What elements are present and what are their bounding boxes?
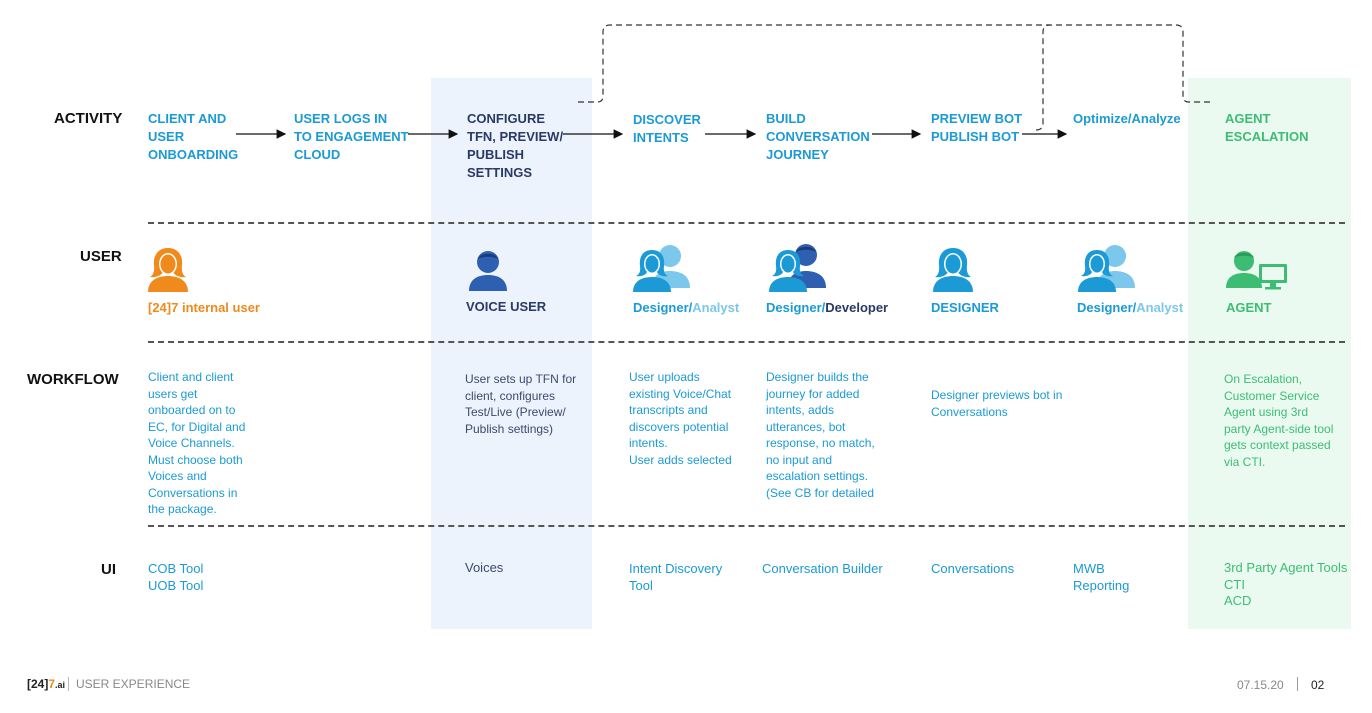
footer-date: 07.15.20 [1237, 678, 1284, 692]
designer-developer-icon [769, 244, 826, 292]
voice-column-highlight [431, 78, 592, 629]
designer-icon [933, 248, 973, 292]
activity-client-onboarding: CLIENT AND USER ONBOARDING [148, 111, 239, 162]
ui-tools-conversation-builder: Conversation Builder [762, 561, 883, 576]
ui-tools-onboarding: COB Tool UOB Tool [148, 561, 204, 593]
user-label-designer-analyst: Designer/Analyst [633, 300, 739, 315]
footer-page-number: 02 [1311, 678, 1325, 692]
row-label-workflow: WORKFLOW [27, 371, 119, 388]
user-label-designer-part: Designer/ [633, 300, 693, 315]
feedback-loop-outer [578, 24, 1210, 103]
activity-discover-intents: DISCOVER INTENTS [633, 112, 701, 145]
agent-with-computer-icon [1226, 251, 1287, 290]
activity-agent-escalation: AGENT ESCALATION [1225, 111, 1309, 144]
activity-build-journey: BUILD CONVERSATION JOURNEY [766, 111, 870, 162]
row-separator [148, 222, 1345, 224]
footer-section-title: USER EXPERIENCE [76, 677, 191, 691]
ui-tools-intent-discovery: Intent Discovery Tool [629, 561, 723, 593]
user-label-voice: VOICE USER [466, 299, 547, 314]
voice-user-icon [469, 251, 507, 291]
row-label-activity: ACTIVITY [54, 110, 123, 127]
ui-tools-conversations: Conversations [931, 561, 1015, 576]
footer-logo: [24]7.ai [27, 677, 65, 691]
activity-user-login: USER LOGS IN TO ENGAGEMENT CLOUD [294, 111, 409, 162]
row-label-user: USER [80, 248, 122, 265]
footer-divider [1297, 677, 1298, 691]
footer-logo-ai: .ai [55, 680, 66, 690]
activity-optimize-analyze: Optimize/Analyze [1073, 111, 1181, 126]
user-label-designer-part: Designer/ [1077, 300, 1137, 315]
ui-tools-agent: 3rd Party Agent Tools CTI ACD [1224, 560, 1348, 608]
row-separator [148, 341, 1345, 343]
activity-configure-tfn: CONFIGURE TFN, PREVIEW/ PUBLISH SETTINGS [467, 111, 564, 180]
workflow-configure-tfn: User sets up TFN for client, configures … [465, 372, 577, 436]
footer-logo-bracket: [24] [27, 677, 49, 691]
internal-user-icon [148, 248, 188, 292]
user-label-analyst-part: Analyst [692, 300, 740, 315]
ui-tools-reporting: MWB Reporting [1073, 561, 1130, 593]
designer-analyst-icon-2 [1078, 245, 1135, 292]
workflow-preview-bot: Designer previews bot in Conversations [931, 388, 1063, 419]
feedback-loop-inner [1035, 24, 1051, 131]
ui-tools-voices: Voices [465, 560, 504, 575]
workflow-agent-escalation: On Escalation, Customer Service Agent us… [1224, 372, 1334, 469]
user-label-designer-part: Designer/ [766, 300, 826, 315]
user-label-analyst-part: Analyst [1136, 300, 1184, 315]
user-label-designer-analyst-2: Designer/Analyst [1077, 300, 1183, 315]
workflow-build-journey: Designer builds the journey for added in… [766, 370, 875, 500]
user-label-developer-part: Developer [825, 300, 889, 315]
user-label-designer: DESIGNER [931, 300, 999, 315]
workflow-discover-intents: User uploads existing Voice/Chat transcr… [629, 370, 732, 467]
agent-column-highlight [1188, 78, 1351, 629]
activity-preview-publish: PREVIEW BOT PUBLISH BOT [931, 111, 1023, 144]
row-label-ui: UI [101, 561, 116, 578]
footer-logo-seven: 7 [48, 677, 56, 691]
user-label-agent: AGENT [1226, 300, 1272, 315]
user-label-designer-developer: Designer/Developer [766, 300, 888, 315]
designer-analyst-icon [633, 245, 690, 292]
user-label-internal: [24]7 internal user [148, 300, 260, 315]
row-separator [148, 525, 1345, 527]
workflow-client-onboarding: Client and client users get onboarded on… [148, 370, 246, 516]
footer-divider [68, 677, 69, 691]
